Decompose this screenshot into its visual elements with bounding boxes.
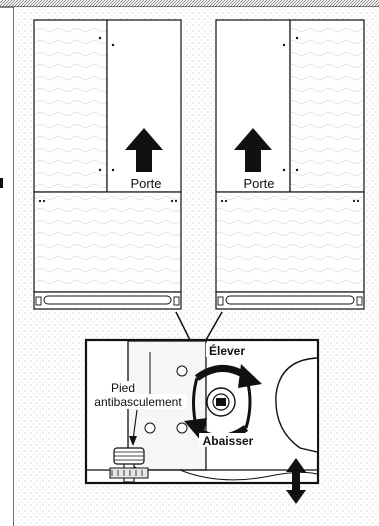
right-refrigerator: Porte bbox=[215, 19, 365, 310]
left-fridge-left-door bbox=[33, 19, 108, 193]
left-up-arrow bbox=[125, 128, 163, 172]
callout-line-left bbox=[175, 311, 191, 341]
lower-label: Abaisser bbox=[203, 434, 254, 448]
right-fridge-right-door bbox=[289, 19, 365, 193]
foot-label-line2: antibasculement bbox=[94, 395, 182, 409]
callout-line-right bbox=[205, 311, 223, 341]
foot-label-line1: Pied bbox=[111, 381, 135, 395]
foot-leader-line bbox=[132, 409, 138, 441]
top-border-strip bbox=[0, 0, 379, 7]
right-up-arrow bbox=[234, 128, 272, 172]
right-door-label: Porte bbox=[243, 176, 274, 191]
left-freezer-drawer bbox=[33, 191, 182, 293]
left-door-label: Porte bbox=[130, 176, 161, 191]
detail-inset: Élever Abaisser Pied antibasculement bbox=[84, 338, 320, 504]
up-down-arrow bbox=[286, 458, 306, 504]
raise-label: Élever bbox=[209, 343, 245, 358]
door-corner bbox=[275, 357, 317, 453]
margin-tick bbox=[0, 178, 3, 188]
right-freezer-drawer bbox=[215, 191, 365, 293]
left-refrigerator: Porte bbox=[33, 19, 182, 310]
